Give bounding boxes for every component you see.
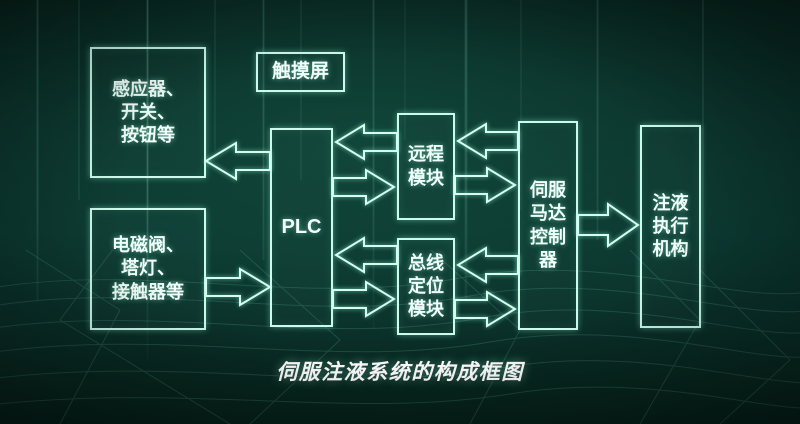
node-remote-module[interactable]: 远程 模块 <box>397 113 455 220</box>
node-servo-controller[interactable]: 伺服 马达 控制 器 <box>518 121 578 330</box>
node-bus-module-label: 总线 定位 模块 <box>408 252 444 320</box>
node-solenoid[interactable]: 电磁阀、 塔灯、 接触器等 <box>90 208 206 330</box>
node-injection-mechanism[interactable]: 注液 执行 机构 <box>640 125 701 328</box>
diagram-caption: 伺服注液系统的构成框图 <box>276 361 524 384</box>
node-injection-mechanism-label: 注液 执行 机构 <box>652 192 689 260</box>
node-solenoid-label: 电磁阀、 塔灯、 接触器等 <box>112 235 184 302</box>
node-plc-label: PLC <box>281 215 322 238</box>
arrow-servo-to-bus <box>456 246 519 284</box>
node-touchscreen-label: 触摸屏 <box>271 60 329 82</box>
arrow-plc-to-bus <box>332 280 396 318</box>
arrow-remote-to-plc <box>334 123 398 161</box>
node-remote-module-label: 远程 模块 <box>408 144 444 188</box>
node-bus-module[interactable]: 总线 定位 模块 <box>397 238 455 335</box>
arrow-plc-to-sensors <box>204 141 271 181</box>
arrow-servo-to-injection <box>577 202 640 248</box>
node-sensors-label: 感应器、 开关、 按钮等 <box>112 78 184 146</box>
arrow-bus-to-servo <box>454 290 517 328</box>
node-servo-controller-label: 伺服 马达 控制 器 <box>530 180 566 270</box>
arrow-solenoid-to-plc <box>205 267 272 307</box>
node-sensors[interactable]: 感应器、 开关、 按钮等 <box>90 47 206 178</box>
arrow-plc-to-remote <box>332 168 396 206</box>
arrow-remote-to-servo <box>454 166 517 204</box>
node-plc[interactable]: PLC <box>270 128 333 327</box>
node-touchscreen[interactable]: 触摸屏 <box>256 52 345 92</box>
arrow-bus-to-plc <box>334 236 398 274</box>
arrow-servo-to-remote <box>456 122 519 160</box>
